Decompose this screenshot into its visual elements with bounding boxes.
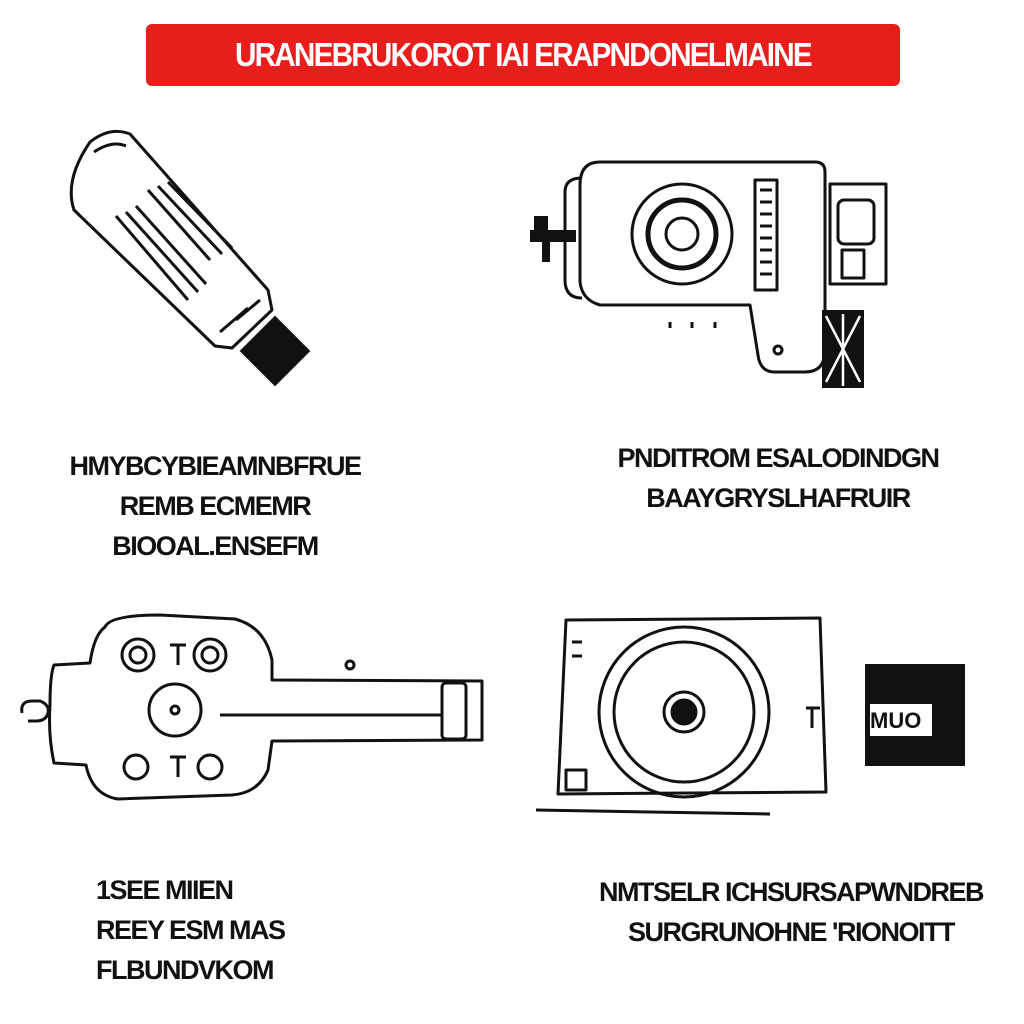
caption-line: BIOOAL.ENSEFM — [112, 531, 319, 561]
tube-device-icon — [69, 129, 311, 387]
caption-panel-1: HMYBCYBIEAMNBFRUE REMB ECMEMR BIOOAL.ENS… — [50, 446, 380, 566]
caption-line: SURGRUNOHNE 'RIONOITT — [628, 917, 955, 947]
caption-line: HMYBCYBIEAMNBFRUE — [69, 451, 363, 481]
caption-line: NMTSELR ICHSURSAPWNDREB — [599, 877, 985, 907]
drum-unit-label: MUO — [870, 708, 922, 733]
caption-panel-4: NMTSELR ICHSURSAPWNDREB SURGRUNOHNE 'RIO… — [576, 872, 1006, 952]
caption-line: FLBUNDVKOM — [96, 955, 274, 985]
caption-line: BAAYGRYSLHAFRUIR — [646, 483, 911, 513]
drum-unit-icon — [535, 616, 965, 816]
motor-unit-icon — [530, 160, 888, 388]
caption-line: REEY ESM MAS — [96, 915, 286, 945]
banner-title: URANEBRUKOROT IAI ERAPNDONELMAINE — [235, 36, 813, 73]
title-banner: URANEBRUKOROT IAI ERAPNDONELMAINE — [146, 24, 900, 86]
caption-panel-2: PNDITROM ESALODINDGN BAAYGRYSLHAFRUIR — [556, 438, 1000, 518]
caption-line: PNDITROM ESALODINDGN — [617, 443, 941, 473]
caption-line: REMB ECMEMR — [119, 491, 312, 521]
handle-unit-icon — [20, 613, 484, 801]
caption-panel-3: 1SEE MIIEN REEY ESM MAS FLBUNDVKOM — [96, 870, 326, 990]
caption-line: 1SEE MIIEN — [96, 875, 234, 905]
